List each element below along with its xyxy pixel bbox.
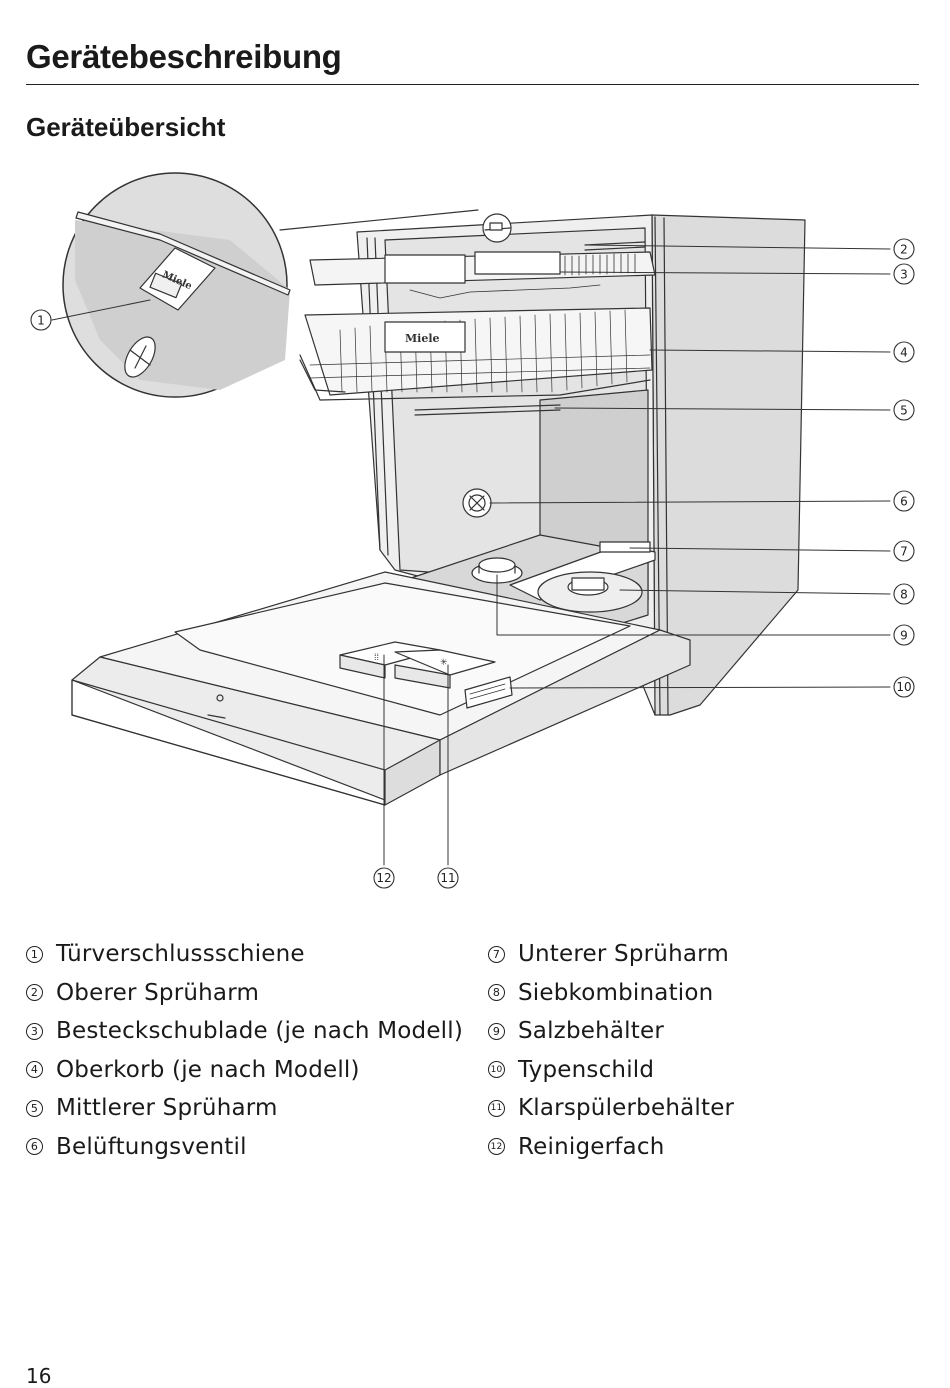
- legend-number: 9: [488, 1022, 505, 1040]
- legend-right-column: 7 Unterer Sprüharm 8 Siebkombination 9 Salz…: [488, 935, 734, 1166]
- salt-container: [471, 557, 523, 584]
- legend-label: Siebkombination: [518, 979, 714, 1006]
- legend-label: Klarspülerbehälter: [518, 1095, 735, 1122]
- legend-item: 9 Salzbehälter: [488, 1012, 734, 1051]
- svg-text:5: 5: [900, 404, 908, 418]
- cutlery-drawer: [309, 251, 656, 299]
- callout-1: 1: [30, 309, 52, 331]
- legend-label: Reinigerfach: [518, 1133, 665, 1160]
- middle-spray-arm: [414, 404, 561, 416]
- legend-number: 2: [26, 984, 43, 1002]
- callout-11: 11: [437, 867, 459, 889]
- legend-number: 6: [26, 1138, 43, 1156]
- legend-number: 4: [26, 1061, 43, 1079]
- svg-text:1: 1: [37, 314, 45, 328]
- svg-text:4: 4: [900, 346, 908, 360]
- legend-item: 5 Mittlerer Sprüharm: [26, 1089, 463, 1128]
- svg-text:12: 12: [376, 871, 391, 885]
- legend-number: 12: [488, 1138, 505, 1156]
- legend-label: Türverschlussschiene: [56, 941, 305, 968]
- svg-text:11: 11: [440, 871, 455, 885]
- callout-7: 7: [893, 540, 915, 562]
- dishwasher-illustration: Miele: [0, 160, 950, 900]
- legend-item: 12 Reinigerfach: [488, 1128, 734, 1167]
- legend-label: Mittlerer Sprüharm: [56, 1095, 278, 1122]
- callout-12: 12: [373, 867, 395, 889]
- page-title: Gerätebeschreibung: [26, 38, 342, 75]
- legend-number: 10: [488, 1061, 505, 1079]
- legend-number: 3: [26, 1022, 43, 1040]
- door-latch-magnifier: Miele: [62, 172, 512, 398]
- legend-number: 11: [488, 1099, 505, 1117]
- svg-text:8: 8: [900, 588, 908, 602]
- legend-item: 7 Unterer Sprüharm: [488, 935, 734, 974]
- callout-3: 3: [893, 263, 915, 285]
- svg-text:6: 6: [900, 495, 908, 509]
- legend-label: Typenschild: [518, 1056, 655, 1083]
- callout-numbers: 1 2 3 4 5 6 7: [30, 238, 915, 889]
- callout-4: 4: [893, 341, 915, 363]
- svg-text:✳: ✳: [440, 657, 448, 667]
- detergent-compartment: ⁞⁞ ✳: [339, 641, 496, 689]
- legend-number: 1: [26, 945, 43, 963]
- filter-combination: [537, 571, 643, 613]
- svg-text:9: 9: [900, 629, 908, 643]
- callout-9: 9: [893, 624, 915, 646]
- legend-left-column: 1 Türverschlussschiene 2 Oberer Sprüharm 3…: [26, 935, 463, 1166]
- callout-8: 8: [893, 583, 915, 605]
- legend-label: Oberer Sprüharm: [56, 979, 260, 1006]
- legend-number: 8: [488, 984, 505, 1002]
- svg-text:10: 10: [896, 680, 911, 694]
- callout-5: 5: [893, 399, 915, 421]
- legend-item: 1 Türverschlussschiene: [26, 935, 463, 974]
- legend-item: 3 Besteckschublade (je nach Modell): [26, 1012, 463, 1051]
- legend-label: Besteckschublade (je nach Modell): [56, 1018, 464, 1045]
- page-number: 16: [26, 1364, 52, 1388]
- svg-text:2: 2: [900, 243, 908, 257]
- legend-label: Salzbehälter: [518, 1018, 664, 1045]
- legend-item: 8 Siebkombination: [488, 974, 734, 1013]
- ventilation-valve: [462, 488, 492, 518]
- callout-2: 2: [893, 238, 915, 260]
- legend-item: 6 Belüftungsventil: [26, 1128, 463, 1167]
- legend-item: 10 Typenschild: [488, 1051, 734, 1090]
- upper-basket: Miele: [299, 307, 653, 401]
- svg-text:⁞⁞: ⁞⁞: [374, 652, 379, 662]
- callout-leaders: [51, 244, 891, 866]
- legend-item: 4 Oberkorb (je nach Modell): [26, 1051, 463, 1090]
- upper-spray-arm: [584, 241, 646, 251]
- legend-label: Belüftungsventil: [56, 1133, 247, 1160]
- legend-label: Unterer Sprüharm: [518, 941, 730, 968]
- legend-item: 2 Oberer Sprüharm: [26, 974, 463, 1013]
- type-plate: [464, 676, 513, 709]
- brand-logo: Miele: [405, 332, 440, 345]
- section-title: Geräteübersicht: [26, 112, 226, 142]
- legend-number: 7: [488, 945, 505, 963]
- svg-text:3: 3: [900, 268, 908, 282]
- legend-item: 11 Klarspülerbehälter: [488, 1089, 734, 1128]
- svg-text:7: 7: [900, 545, 908, 559]
- legend-number: 5: [26, 1099, 43, 1117]
- callout-10: 10: [893, 676, 915, 698]
- legend-label: Oberkorb (je nach Modell): [56, 1056, 360, 1083]
- title-divider: [26, 84, 919, 85]
- callout-6: 6: [893, 490, 915, 512]
